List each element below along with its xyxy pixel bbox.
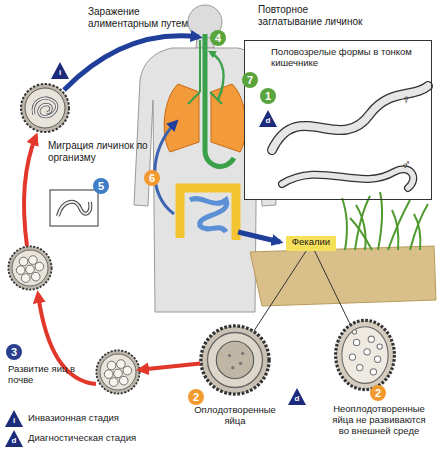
node-text: Фекалии: [286, 237, 336, 248]
stage-letter: i: [54, 68, 66, 78]
legend-letter: d: [8, 436, 20, 446]
soil: [250, 246, 436, 306]
unfertilized-egg-drawing: [336, 320, 395, 389]
callout-number: 2: [188, 389, 204, 405]
fertilized-egg-drawing: [201, 326, 269, 394]
fertilized-egg: Оплодотворенные яйца: [200, 325, 270, 395]
larva: [58, 202, 90, 216]
callout-number: 1: [260, 88, 276, 104]
feces-box: Фекалии: [286, 236, 336, 251]
development-arrow: [24, 136, 36, 246]
legend-text: Диагностическая стадия: [28, 432, 136, 443]
stage-caption: Повторное заглатывание личинок: [258, 4, 370, 27]
stage-triangle: [288, 388, 306, 405]
right-lung: [211, 84, 246, 152]
female-worm: [272, 86, 428, 150]
adult-worm-box: Половозрелые формы в тонком кишечнике: [244, 40, 432, 200]
node-text: Оплодотворенные яйца: [188, 405, 282, 427]
stage-letter: d: [291, 394, 303, 404]
embryonating-egg: [8, 246, 51, 289]
callout-number: 4: [210, 30, 226, 46]
legend-item: Диагностическая стадия: [28, 433, 136, 444]
left-lung: [164, 84, 199, 152]
stage-triangle: [5, 430, 23, 447]
stage-triangle: [259, 110, 277, 127]
unfertilized-egg: Неоплодотворенные яйца не развиваются во…: [330, 320, 400, 390]
stage-triangles: [5, 62, 306, 447]
connector: [140, 364, 200, 370]
callout-number: 5: [93, 178, 109, 194]
callout-number: 3: [6, 344, 22, 360]
small-intestine: [190, 199, 227, 232]
node-text: Развитие яиц в почве: [8, 364, 80, 386]
stage-caption: Заражение алиментарным путем: [88, 6, 206, 29]
legend-item: Инвазионная стадия: [28, 413, 119, 424]
embryonating-egg: [96, 350, 139, 393]
callout-number: 2: [370, 385, 386, 401]
sex-symbol: ♀: [398, 93, 414, 108]
reswallow-arrow: [210, 52, 224, 100]
large-intestine: [180, 188, 236, 240]
legend-text: Инвазионная стадия: [28, 412, 119, 423]
worm-box-fill: [244, 40, 432, 200]
excretion-arrow: [238, 232, 280, 242]
ingestion-arrow: [64, 36, 199, 90]
stage-triangle: [5, 410, 23, 427]
node-text: Неоплодотворенные яйца не развиваются во…: [326, 404, 432, 437]
female-worm: [272, 86, 428, 150]
male-worm: [282, 169, 413, 188]
stage-triangle: [51, 62, 69, 79]
male-worm: [282, 169, 413, 188]
larva-inset: [50, 190, 98, 226]
callout-number: 7: [242, 72, 258, 88]
trachea: [188, 40, 222, 104]
stage-caption: Миграция личинок по организму: [48, 140, 148, 163]
infective-egg: [21, 84, 69, 132]
node-text: Половозрелые формы в тонком кишечнике: [271, 47, 421, 69]
connector: [315, 251, 350, 324]
larva: [58, 202, 90, 216]
connector: [254, 251, 306, 331]
sex-symbol: ♂: [398, 158, 414, 173]
callout-number: 6: [144, 170, 160, 186]
stage-letter: d: [262, 116, 274, 126]
developing-egg: Развитие яиц в почве: [96, 350, 140, 394]
grass: [342, 192, 428, 250]
migration-arrow: [155, 122, 176, 214]
legend-letter: i: [8, 416, 20, 426]
